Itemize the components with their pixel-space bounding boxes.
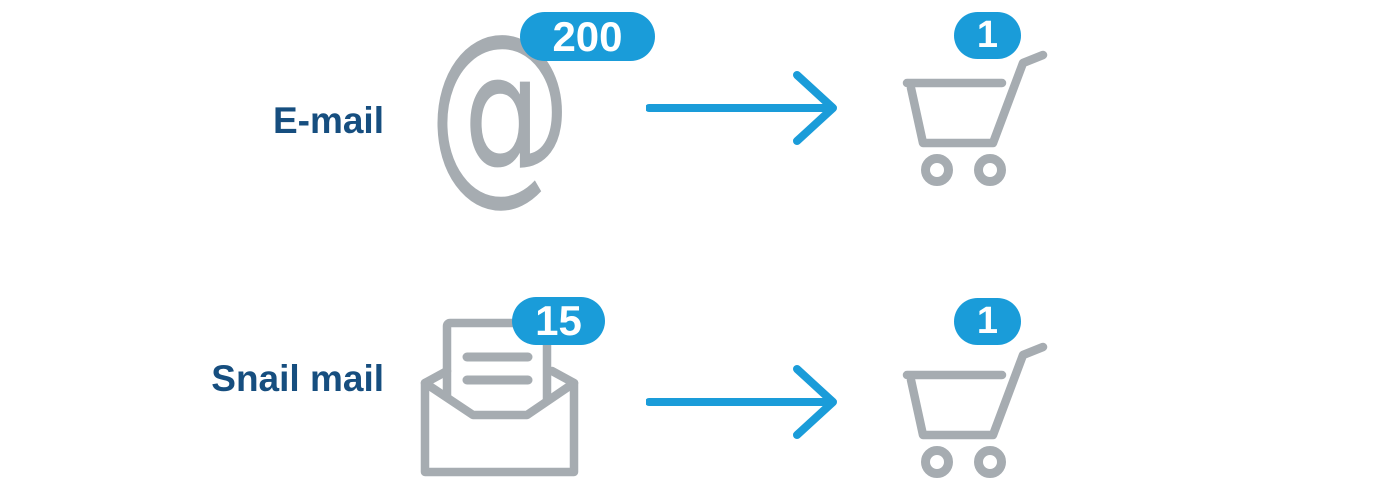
envelope-icon <box>420 318 579 477</box>
arrow-right-icon <box>646 362 846 442</box>
arrow-right-icon <box>646 68 846 148</box>
cart-count-badge-snail-mail: 1 <box>954 298 1021 345</box>
row-label-snail-mail: Snail mail <box>211 358 384 399</box>
snail-mail-count-badge: 15 <box>512 297 605 345</box>
row-label-email: E-mail <box>272 100 384 141</box>
shopping-cart-icon <box>900 332 1060 482</box>
email-count-badge: 200 <box>520 12 655 61</box>
envelope-front <box>420 378 579 477</box>
shopping-cart-icon <box>900 40 1060 190</box>
cart-count-badge-email: 1 <box>954 12 1021 59</box>
